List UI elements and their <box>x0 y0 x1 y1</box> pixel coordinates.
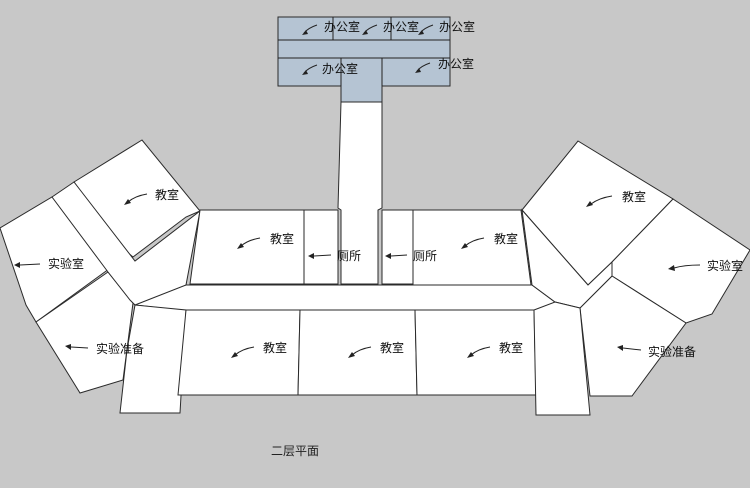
corridor-spine <box>337 101 383 285</box>
label-office-1: 办公室 <box>324 19 360 34</box>
right-wing <box>521 140 750 416</box>
south-rooms <box>177 309 537 396</box>
label-lab-right: 实验室 <box>707 258 743 273</box>
room-toilet-left <box>303 209 339 285</box>
label-office-2: 办公室 <box>383 19 419 34</box>
corridor-right-wing <box>521 208 613 309</box>
corridor-left-stub <box>119 304 187 414</box>
label-classroom-south-3: 教室 <box>499 340 523 355</box>
label-classroom-right-wing: 教室 <box>622 189 646 204</box>
left-wing <box>0 139 201 414</box>
label-classroom-left-wing: 教室 <box>155 187 179 202</box>
label-office-3: 办公室 <box>439 19 475 34</box>
north-rooms <box>189 209 532 286</box>
label-office-4: 办公室 <box>322 61 358 76</box>
label-classroom-left-north: 教室 <box>270 231 294 246</box>
main-corridor <box>129 284 581 311</box>
room-lab-prep-left <box>35 271 134 394</box>
label-lab-prep-right: 实验准备 <box>648 344 696 359</box>
label-classroom-south-2: 教室 <box>380 340 404 355</box>
labels: 办公室 办公室 办公室 办公室 办公室 教室 教室 厕所 厕所 教室 教室 实验… <box>14 19 743 359</box>
label-lab-left: 实验室 <box>48 256 84 271</box>
label-classroom-right-north: 教室 <box>494 231 518 246</box>
label-classroom-south-1: 教室 <box>263 340 287 355</box>
label-toilet-left: 厕所 <box>337 249 361 263</box>
corridor-right-stub <box>533 301 591 416</box>
label-lab-prep-left: 实验准备 <box>96 341 144 356</box>
room-classroom-left-north <box>189 209 305 285</box>
plan-caption: 二层平面 <box>271 444 319 458</box>
room-toilet-right <box>381 209 414 285</box>
corridor-left-wing <box>51 181 201 306</box>
label-office-5: 办公室 <box>438 56 474 71</box>
label-toilet-right: 厕所 <box>413 249 437 263</box>
room-classroom-right-north <box>412 209 532 286</box>
